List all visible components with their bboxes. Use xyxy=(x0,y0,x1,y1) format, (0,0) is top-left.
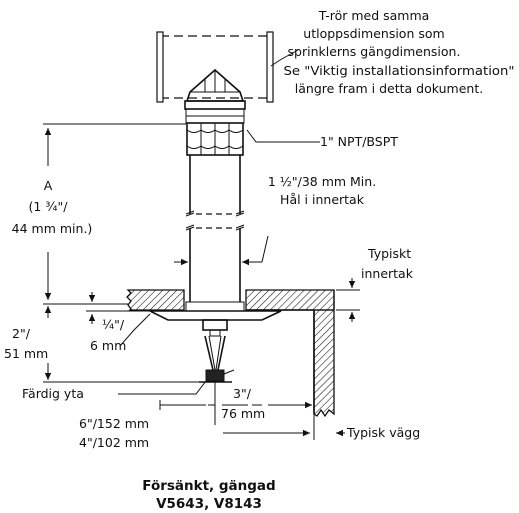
dimension-a-min: 44 mm min.) xyxy=(12,221,93,236)
finished-surface-label: Färdig yta xyxy=(22,386,84,401)
ceiling-label-line-2: innertak xyxy=(361,266,414,281)
dimension-3in-line-1: 3"/ xyxy=(233,386,252,401)
caption-title: Försänkt, gängad xyxy=(142,478,275,494)
tee-note-line-1: T-rör med samma xyxy=(318,8,430,23)
dimension-3in-line-2: 76 mm xyxy=(221,406,265,421)
tee-note-line-2: utloppsdimension som xyxy=(303,26,444,41)
dimension-2in-line-1: 2"/ xyxy=(12,326,31,341)
dimension-a-value: (1 ¾"/ xyxy=(29,199,69,214)
tee-pipe xyxy=(156,31,274,103)
dimension-4in-label: 4"/102 mm xyxy=(79,435,149,450)
dimension-quarter-line-2: 6 mm xyxy=(90,338,126,353)
sprinkler-fitting xyxy=(184,68,246,156)
escutcheon xyxy=(149,301,282,383)
annotation-lines xyxy=(43,49,360,440)
tee-note-line-4: Se "Viktig installationsinformation" xyxy=(284,63,515,78)
hole-size-line-1: 1 ½"/38 mm Min. xyxy=(268,174,376,189)
ceiling-slab xyxy=(126,289,335,418)
dimension-quarter-line-1: ¼"/ xyxy=(102,317,125,332)
tee-note-line-5: längre fram i detta dokument. xyxy=(295,81,483,96)
wall-label: Typisk vägg xyxy=(346,425,420,440)
hole-size-line-2: Hål i innertak xyxy=(280,192,365,207)
dimension-a-label: A xyxy=(44,178,53,193)
caption-models: V5643, V8143 xyxy=(156,496,262,512)
drop-pipe xyxy=(185,155,245,302)
thread-size-label: 1" NPT/BSPT xyxy=(320,134,398,149)
dimension-2in-line-2: 51 mm xyxy=(4,346,48,361)
tee-note-line-3: sprinklerns gängdimension. xyxy=(288,44,461,59)
dimension-6in-label: 6"/152 mm xyxy=(79,416,149,431)
ceiling-label-line-1: Typiskt xyxy=(367,246,411,261)
